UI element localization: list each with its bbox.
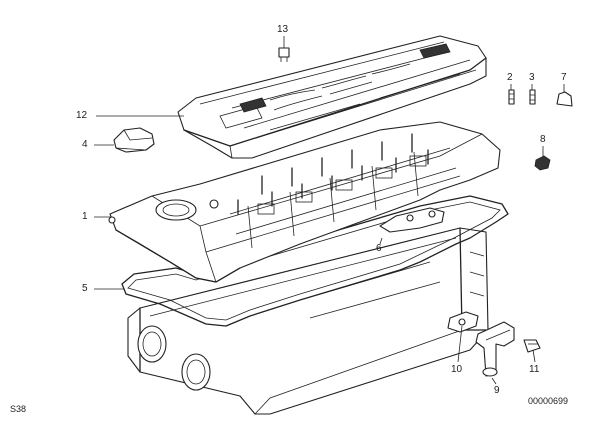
callout-7: 7 [561,72,567,83]
callout-1: 1 [82,211,88,222]
callout-4: 4 [82,139,88,150]
callout-13: 13 [277,24,289,35]
callout-5: 5 [82,283,88,294]
callout-8: 8 [540,134,546,145]
ignition-coil-cover [177,35,487,159]
callout-9: 9 [494,385,500,396]
callout-2: 2 [507,72,513,83]
bolt-11 [523,339,541,353]
nut-8 [534,155,551,171]
bolt-13 [278,47,290,62]
breather-gasket [447,311,479,333]
oil-filler-cap [113,127,155,153]
callout-10: 10 [451,364,463,375]
cylinder-head-block [127,227,489,415]
callout-11: 11 [529,364,540,375]
sleeve-2 [508,89,515,105]
breather-pipe [475,321,515,377]
valve-cover [108,121,501,283]
diagram-id: 00000699 [528,396,569,406]
sleeve-3 [529,89,536,105]
callout-12: 12 [76,110,88,121]
callout-6: 6 [376,243,382,254]
callout-3: 3 [529,72,535,83]
diagram-code: S38 [10,404,27,414]
leader-lines [94,36,565,385]
cap-nut-7 [556,91,573,107]
seal-plate [379,207,445,233]
